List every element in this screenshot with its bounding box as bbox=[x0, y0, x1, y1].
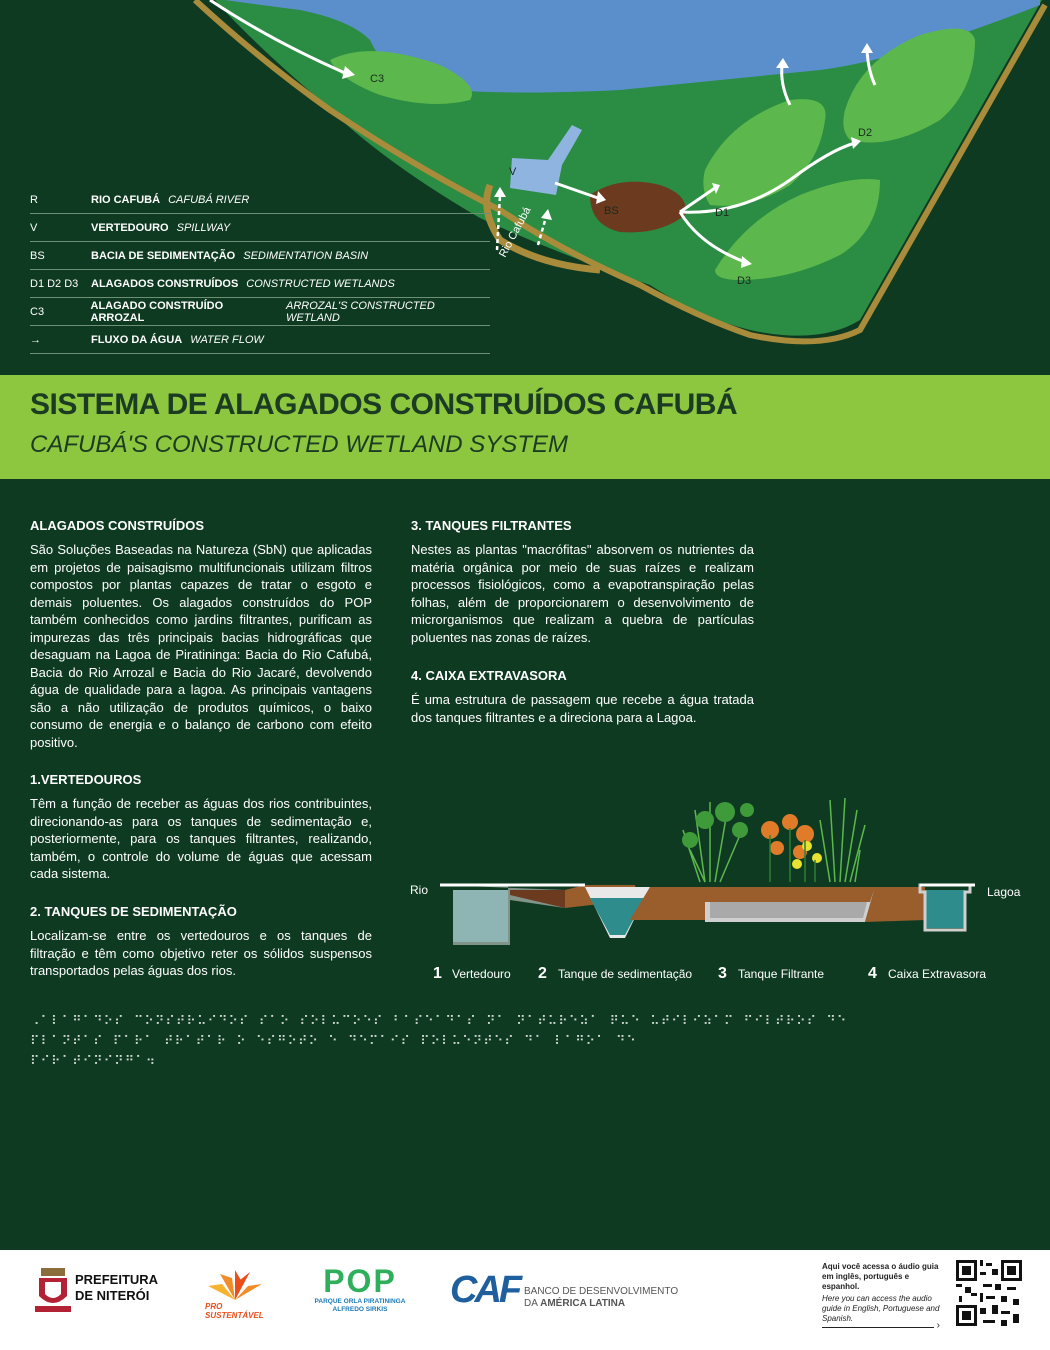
map-label-d1: D1 bbox=[715, 207, 729, 219]
section-alagados: ALAGADOS CONSTRUÍDOS São Soluções Basead… bbox=[30, 518, 372, 751]
flower-icon bbox=[208, 1270, 262, 1300]
step-number: 1 bbox=[433, 965, 442, 982]
legend-translation: CONSTRUCTED WETLANDS bbox=[246, 277, 395, 290]
braille-line: ⠏⠇⠁⠝⠞⠁⠎ ⠏⠁⠗⠁ ⠞⠗⠁⠞⠁⠗ ⠕ ⠑⠎⠛⠕⠞⠕ ⠑ ⠙⠑⠍⠁⠊⠎ ⠏⠕… bbox=[30, 1034, 637, 1049]
legend-translation: CAFUBÁ RIVER bbox=[168, 193, 250, 206]
section-extravasora: 4. CAIXA EXTRAVASORA É uma estrutura de … bbox=[411, 668, 754, 726]
city-coat-of-arms-icon bbox=[35, 1268, 71, 1312]
step-label: Tanque Filtrante bbox=[738, 967, 824, 981]
section-heading: 3. TANQUES FILTRANTES bbox=[411, 518, 572, 533]
legend-term: VERTEDOURO bbox=[91, 221, 169, 234]
legend-code: D1 D2 D3 bbox=[30, 277, 79, 290]
caf-wordmark: CAF bbox=[450, 1269, 522, 1311]
legend-term: BACIA DE SEDIMENTAÇÃO bbox=[91, 249, 236, 262]
niteroi-line1: PREFEITURA bbox=[75, 1272, 159, 1287]
section-heading: ALAGADOS CONSTRUÍDOS bbox=[30, 518, 205, 533]
legend-row: V VERTEDOURO SPILLWAY bbox=[30, 214, 490, 242]
diagram-label-rio: Rio bbox=[410, 883, 428, 897]
qr-code[interactable] bbox=[956, 1260, 1022, 1326]
pop-wordmark: POP bbox=[323, 1263, 397, 1299]
arrow-right-icon: › bbox=[822, 1321, 940, 1331]
caf-line1: BANCO DE DESENVOLVIMENTO bbox=[524, 1286, 679, 1297]
legend-translation: SEDIMENTATION BASIN bbox=[243, 249, 369, 262]
caf-line2a: DA bbox=[524, 1298, 541, 1309]
braille-text: ⠠⠁⠇⠁⠛⠁⠙⠕⠎ ⠉⠕⠝⠎⠞⠗⠥⠊⠙⠕⠎ ⠎⠁⠕ ⠎⠕⠇⠥⠉⠕⠑⠎ ⠃⠁⠎⠑⠁… bbox=[30, 1012, 1020, 1072]
section-body: É uma estrutura de passagem que recebe a… bbox=[411, 692, 754, 725]
pop-logo: POP PARQUE ORLA PIRATININGA ALFREDO SIRK… bbox=[312, 1264, 408, 1322]
macrophyte-plants bbox=[682, 797, 866, 883]
site-map-illustration: C3 V BS D1 D2 D3 Rio Cafubá bbox=[0, 0, 1050, 375]
title-banner: SISTEMA DE ALAGADOS CONSTRUÍDOS CAFUBÁ C… bbox=[0, 375, 1050, 479]
map-legend: R RIO CAFUBÁ CAFUBÁ RIVER V VERTEDOURO S… bbox=[30, 186, 490, 354]
audio-guide-pt: Aqui você acessa o áudio guia em inglês,… bbox=[822, 1262, 939, 1291]
caf-logo: CAF BANCO DE DESENVOLVIMENTO DA AMÉRICA … bbox=[450, 1270, 680, 1314]
legend-code: C3 bbox=[30, 305, 45, 318]
map-label-v: V bbox=[509, 166, 517, 178]
legend-row: C3 ALAGADO CONSTRUÍDO ARROZAL ARROZAL'S … bbox=[30, 298, 490, 326]
niteroi-line2: DE NITERÓI bbox=[75, 1288, 150, 1303]
section-filtrantes: 3. TANQUES FILTRANTES Nestes as plantas … bbox=[411, 518, 754, 646]
footer bbox=[0, 1250, 1050, 1350]
map-label-bs: BS bbox=[604, 205, 619, 217]
page-title: SISTEMA DE ALAGADOS CONSTRUÍDOS CAFUBÁ bbox=[30, 388, 738, 421]
legend-code: BS bbox=[30, 249, 45, 262]
pro-sustentavel-logo: PRO SUSTENTÁVEL bbox=[200, 1266, 275, 1321]
site-map: C3 V BS D1 D2 D3 Rio Cafubá bbox=[0, 0, 1050, 375]
legend-code: R bbox=[30, 193, 38, 206]
pop-line2: ALFREDO SIRKIS bbox=[332, 1306, 388, 1313]
legend-term: RIO CAFUBÁ bbox=[91, 193, 161, 206]
legend-term: ALAGADO CONSTRUÍDO ARROZAL bbox=[90, 299, 224, 324]
step-number: 2 bbox=[538, 965, 547, 982]
section-body: São Soluções Baseadas na Natureza (SbN) … bbox=[30, 542, 372, 750]
section-body: Têm a função de receber as águas dos rio… bbox=[30, 796, 372, 881]
cross-section-illustration: Rio Lagoa 1 Vertedouro 2 Tanque de sedim… bbox=[410, 797, 1021, 982]
pop-line1: PARQUE ORLA PIRATININGA bbox=[314, 1298, 406, 1305]
audio-guide-info: Aqui você acessa o áudio guia em inglês,… bbox=[822, 1262, 947, 1331]
section-heading: 2. TANQUES DE SEDIMENTAÇÃO bbox=[30, 904, 237, 919]
step-number: 3 bbox=[718, 965, 727, 982]
section-heading: 4. CAIXA EXTRAVASORA bbox=[411, 668, 567, 683]
page-subtitle: CAFUBÁ'S CONSTRUCTED WETLAND SYSTEM bbox=[30, 431, 568, 458]
legend-arrow-icon: → bbox=[30, 333, 41, 346]
section-body: Localizam-se entre os vertedouros e os t… bbox=[30, 928, 372, 978]
legend-row: → FLUXO DA ÁGUA WATER FLOW bbox=[30, 326, 490, 354]
legend-row: D1 D2 D3 ALAGADOS CONSTRUÍDOS CONSTRUCTE… bbox=[30, 270, 490, 298]
pro-sustentavel-label: PRO SUSTENTÁVEL bbox=[205, 1302, 264, 1320]
step-label: Tanque de sedimentação bbox=[558, 967, 692, 981]
caf-line2b: AMÉRICA LATINA bbox=[540, 1298, 626, 1309]
step-label: Caixa Extravasora bbox=[888, 967, 986, 981]
legend-code: V bbox=[30, 221, 38, 234]
cross-section-diagram: Rio Lagoa 1 Vertedouro 2 Tanque de sedim… bbox=[405, 790, 1025, 990]
section-body: Nestes as plantas "macrófitas" absorvem … bbox=[411, 542, 754, 645]
legend-term: ALAGADOS CONSTRUÍDOS bbox=[91, 277, 239, 290]
map-label-d3: D3 bbox=[737, 275, 751, 287]
map-label-d2: D2 bbox=[858, 127, 872, 139]
step-label: Vertedouro bbox=[452, 967, 511, 981]
section-vertedouros: 1.VERTEDOUROS Têm a função de receber as… bbox=[30, 772, 372, 883]
legend-row: R RIO CAFUBÁ CAFUBÁ RIVER bbox=[30, 186, 490, 214]
section-sedimentacao: 2. TANQUES DE SEDIMENTAÇÃO Localizam-se … bbox=[30, 904, 372, 980]
map-label-c3: C3 bbox=[370, 73, 384, 85]
diagram-label-lagoa: Lagoa bbox=[987, 885, 1021, 899]
audio-guide-en: Here you can access the audio guide in E… bbox=[822, 1294, 940, 1323]
section-heading: 1.VERTEDOUROS bbox=[30, 772, 142, 787]
step-number: 4 bbox=[868, 965, 877, 982]
legend-term: FLUXO DA ÁGUA bbox=[91, 333, 183, 346]
braille-line: ⠏⠊⠗⠁⠞⠊⠝⠊⠝⠛⠁⠲ bbox=[30, 1054, 157, 1069]
legend-translation: ARROZAL'S CONSTRUCTED WETLAND bbox=[286, 299, 435, 324]
legend-translation: WATER FLOW bbox=[190, 333, 264, 346]
prefeitura-niteroi-logo: PREFEITURA DE NITERÓI bbox=[35, 1266, 170, 1316]
qr-code-icon bbox=[956, 1260, 1022, 1326]
legend-row: BS BACIA DE SEDIMENTAÇÃO SEDIMENTATION B… bbox=[30, 242, 490, 270]
braille-line: ⠠⠁⠇⠁⠛⠁⠙⠕⠎ ⠉⠕⠝⠎⠞⠗⠥⠊⠙⠕⠎ ⠎⠁⠕ ⠎⠕⠇⠥⠉⠕⠑⠎ ⠃⠁⠎⠑⠁… bbox=[30, 1014, 848, 1029]
legend-translation: SPILLWAY bbox=[176, 221, 231, 234]
